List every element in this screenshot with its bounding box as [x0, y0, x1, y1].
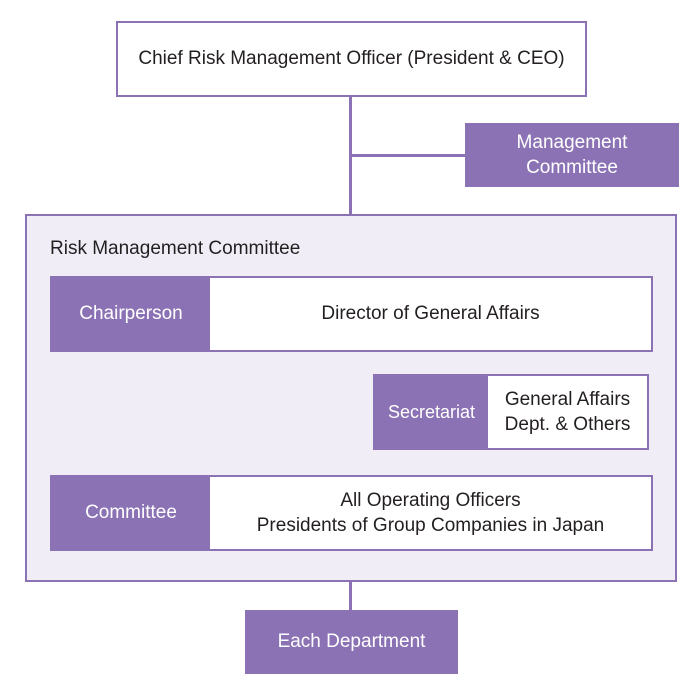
committee-value: All Operating Officers Presidents of Gro…	[210, 477, 651, 549]
secretariat-value: General Affairs Dept. & Others	[488, 376, 647, 448]
committee-value-line2: Presidents of Group Companies in Japan	[256, 515, 605, 536]
connector-rmc-to-departments	[349, 581, 352, 611]
management-committee-line1: Management	[516, 132, 628, 153]
secretariat-value-line1: General Affairs	[504, 389, 631, 410]
committee-value-line1: All Operating Officers	[340, 490, 521, 511]
management-committee-box: Management Committee	[465, 123, 679, 187]
connector-to-management-committee	[349, 154, 466, 157]
chief-risk-officer-box: Chief Risk Management Officer (President…	[116, 21, 587, 97]
chief-risk-officer-label: Chief Risk Management Officer (President…	[138, 48, 565, 69]
chairperson-row: Chairperson Director of General Affairs	[50, 276, 653, 352]
chairperson-label: Chairperson	[52, 278, 210, 350]
committee-label: Committee	[52, 477, 210, 549]
secretariat-label: Secretariat	[375, 376, 488, 448]
chairperson-value: Director of General Affairs	[321, 303, 540, 324]
risk-management-committee-title: Risk Management Committee	[50, 238, 301, 259]
committee-row: Committee All Operating Officers Preside…	[50, 475, 653, 551]
management-committee-line2: Committee	[526, 157, 618, 178]
secretariat-value-line2: Dept. & Others	[504, 414, 631, 435]
each-department-label: Each Department	[277, 631, 426, 652]
each-department-box: Each Department	[245, 610, 458, 674]
secretariat-row: Secretariat General Affairs Dept. & Othe…	[373, 374, 649, 450]
